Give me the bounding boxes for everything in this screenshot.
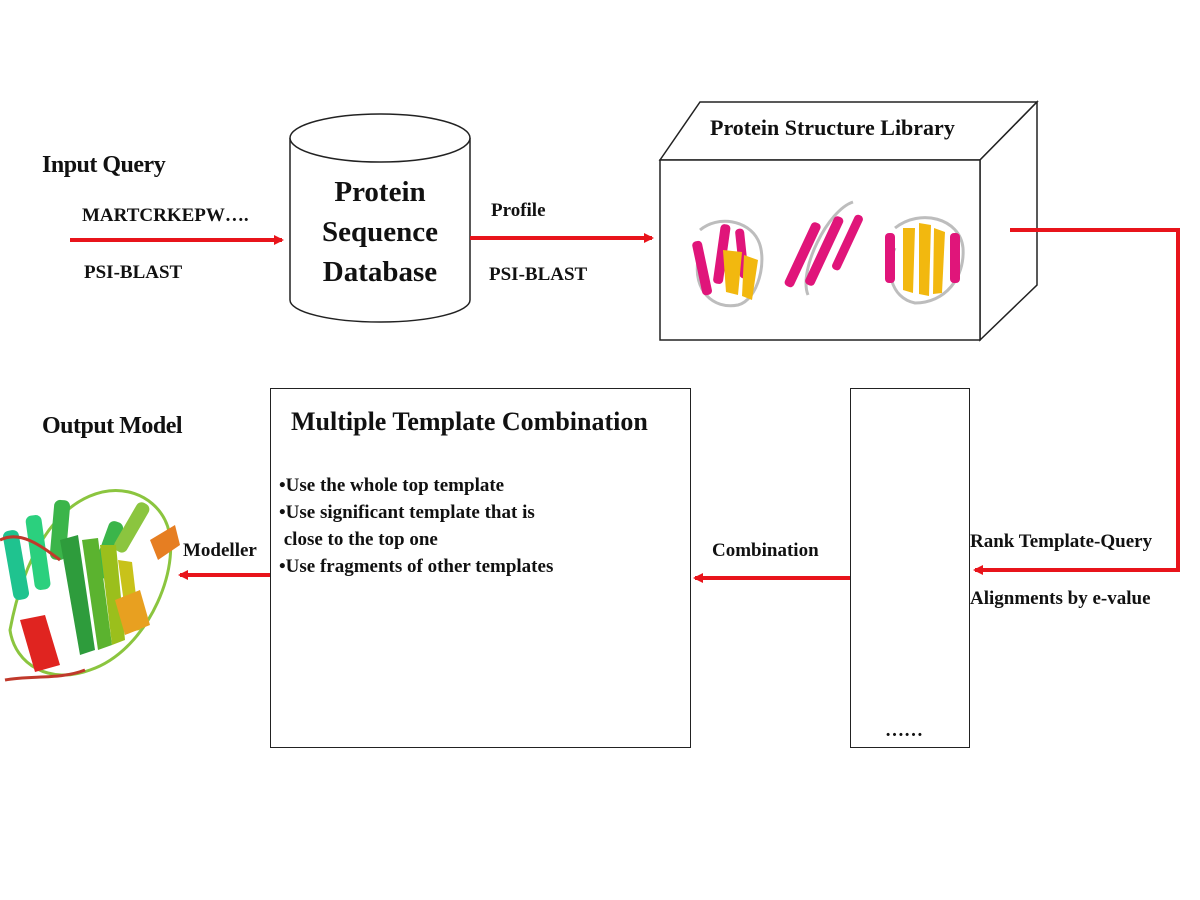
output-model-title: Output Model [42,413,183,439]
rank-label-line-1: Rank Template-Query [970,531,1153,552]
library-structure-2 [784,200,863,296]
database-label: Protein Sequence Database [290,172,470,292]
combination-title: Multiple Template Combination [291,407,648,436]
template-strip [850,388,970,748]
input-psiblast-label: PSI-BLAST [84,262,183,283]
library-to-rank-arrow [973,228,1180,575]
profile-psiblast-label: PSI-BLAST [489,264,588,285]
output-model-structure [0,489,180,682]
structure-library-title: Protein Structure Library [710,115,955,140]
database-cylinder [289,113,471,323]
library-structure-3 [885,216,965,305]
combination-label: Combination [712,540,819,561]
database-line-3: Database [322,256,438,288]
bullet-1: •Use the whole top template [279,475,505,496]
bullet-3: close to the top one [279,529,438,550]
input-query-title: Input Query [42,152,166,178]
template-ellipsis: …… [885,720,923,741]
database-line-2: Sequence [322,216,438,248]
input-sequence-label: MARTCRKEPW…. [82,205,249,226]
bullet-4: •Use fragments of other templates [279,556,554,577]
bullet-2: •Use significant template that is [279,502,535,523]
profile-label: Profile [491,200,546,221]
database-line-1: Protein [334,176,426,208]
modeller-label: Modeller [183,540,257,561]
combination-box: Multiple Template Combination •Use the w… [270,388,691,748]
combination-bullets: •Use the whole top template •Use signifi… [279,472,553,580]
library-structure-1 [692,219,764,308]
rank-label-line-2: Alignments by e-value [970,588,1151,609]
